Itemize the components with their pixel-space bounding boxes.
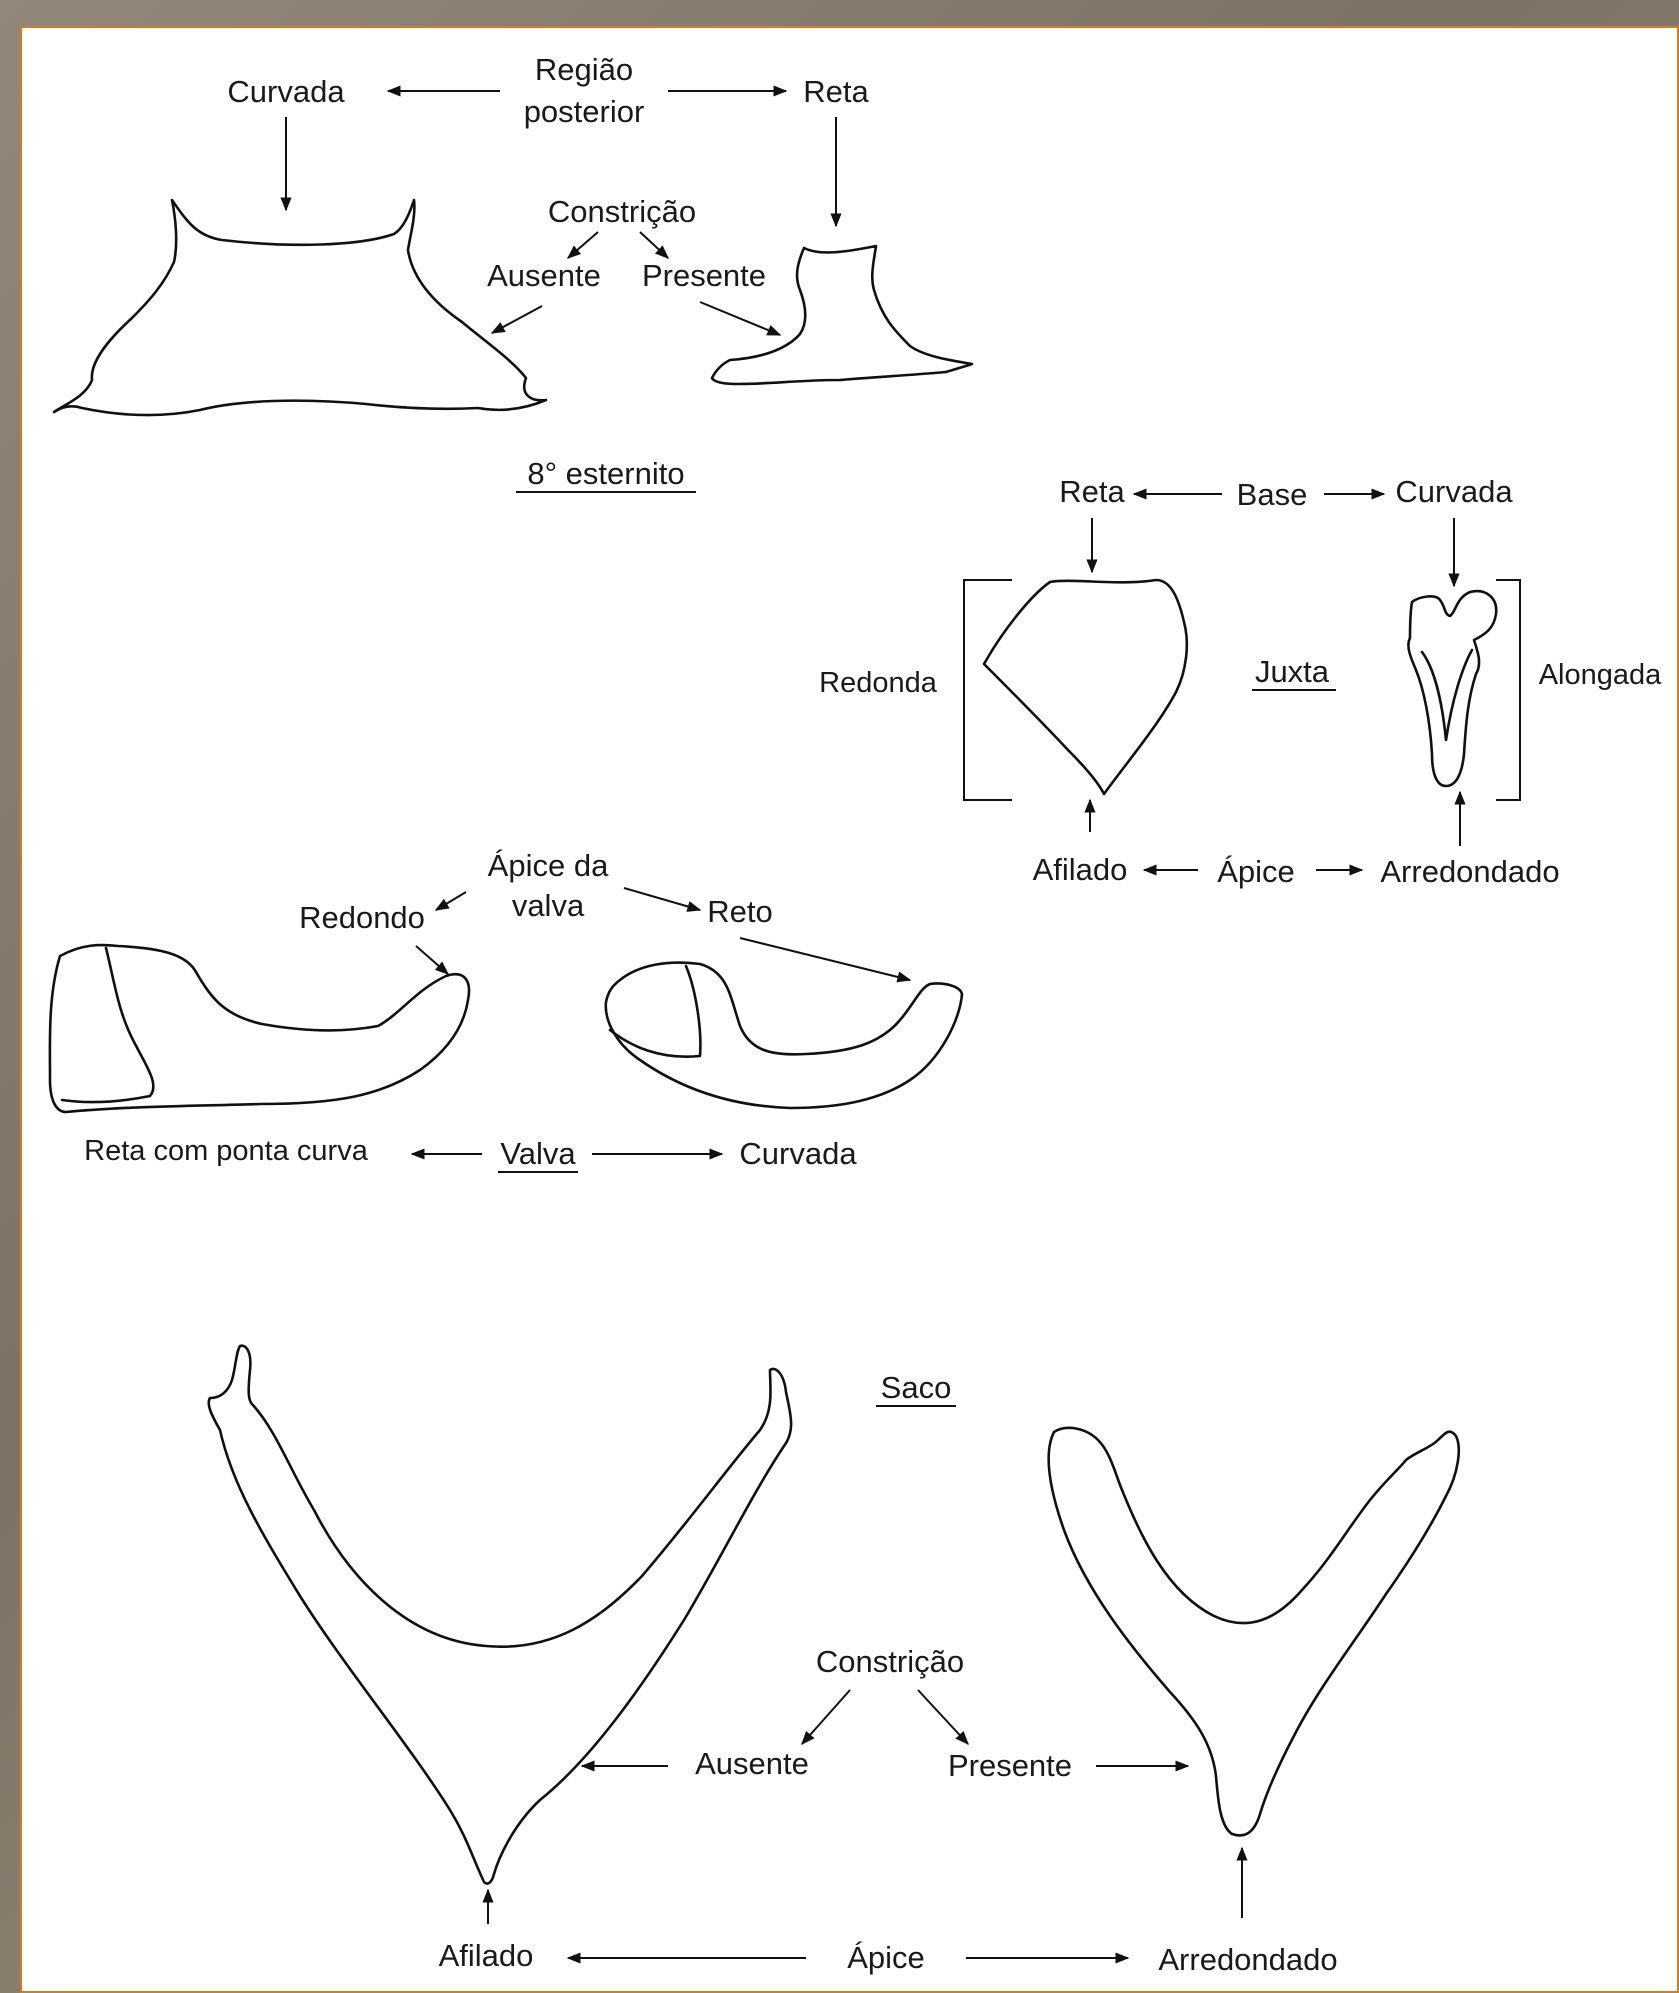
juxta-base-right: Curvada <box>1395 474 1513 509</box>
juxta-round-shape <box>984 580 1187 794</box>
juxta-section: Reta Base Curvada Redonda Juxta Alongada… <box>819 474 1662 889</box>
sternite-feature-line1: Região <box>535 52 633 87</box>
sternite-right-state: Reta <box>803 74 869 109</box>
saco-present: Presente <box>948 1748 1072 1783</box>
arrow-constriction-absent <box>568 232 598 258</box>
saco-pointed-shape <box>209 1346 791 1884</box>
valva-section: Ápice da valva Redondo Reto Reta com pon… <box>50 848 962 1172</box>
saco-apex-left: Afilado <box>439 1938 534 1973</box>
saco-constriction: Constrição <box>816 1644 964 1679</box>
valva-left-state: Reta com ponta curva <box>84 1135 369 1167</box>
juxta-base: Base <box>1237 477 1308 512</box>
juxta-apex: Ápice <box>1217 854 1295 889</box>
valva-apex-right: Reto <box>707 894 772 929</box>
arrow-apex-redondo <box>436 892 466 910</box>
arrow-constriction-present <box>640 232 668 258</box>
sternite-title: 8° esternito <box>527 456 684 491</box>
arrow-apex-reto <box>624 888 700 910</box>
valva-curved-inner <box>610 966 700 1057</box>
valva-title: Valva <box>500 1136 576 1171</box>
saco-rounded-shape <box>1049 1428 1459 1836</box>
juxta-shape-left: Redonda <box>819 667 938 699</box>
saco-apex: Ápice <box>847 1940 925 1975</box>
juxta-apex-right: Arredondado <box>1380 854 1559 889</box>
saco-apex-right: Arredondado <box>1158 1942 1337 1977</box>
saco-title: Saco <box>881 1370 952 1405</box>
sternite-absent: Ausente <box>487 258 601 293</box>
sternite-section: Região posterior Curvada Reta Constrição… <box>54 52 972 492</box>
saco-section: Saco Constrição Ausente Presente Afilado… <box>209 1346 1459 1977</box>
valva-right-state: Curvada <box>739 1136 857 1171</box>
arrow-saco-constriction-absent <box>802 1690 850 1744</box>
arrow-redondo-shape <box>416 946 448 974</box>
arrow-absent-shape <box>492 306 542 333</box>
juxta-title: Juxta <box>1255 654 1330 689</box>
sternite-present: Presente <box>642 258 766 293</box>
valva-apex-line1: Ápice da <box>488 848 609 883</box>
juxta-elongated-shape <box>1408 591 1496 786</box>
arrow-saco-constriction-present <box>918 1690 968 1744</box>
valva-straight-inner <box>62 948 153 1102</box>
arrow-present-shape <box>700 302 780 335</box>
saco-absent: Ausente <box>695 1746 809 1781</box>
juxta-base-left: Reta <box>1059 474 1125 509</box>
juxta-left-bracket <box>964 580 1012 800</box>
sternite-feature-line2: posterior <box>524 94 645 129</box>
valva-curved-shape <box>606 963 962 1108</box>
sternite-curved-shape <box>54 200 546 415</box>
sternite-left-state: Curvada <box>227 74 345 109</box>
juxta-shape-right: Alongada <box>1539 659 1662 691</box>
juxta-right-bracket <box>1496 580 1520 800</box>
valva-apex-line2: valva <box>512 888 585 923</box>
arrow-reto-shape <box>740 938 910 980</box>
sternite-constriction: Constrição <box>548 194 696 229</box>
valva-apex-left: Redondo <box>299 900 425 935</box>
valva-straight-shape <box>50 945 469 1112</box>
juxta-apex-left: Afilado <box>1033 852 1128 887</box>
